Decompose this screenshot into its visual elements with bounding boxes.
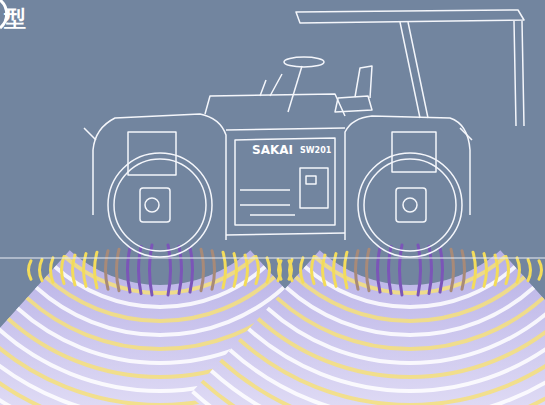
wave-arc bbox=[258, 319, 545, 377]
ripple bbox=[267, 258, 270, 282]
brand-name: SAKAI bbox=[252, 143, 293, 157]
vibration-fan bbox=[189, 250, 545, 405]
wave-arc bbox=[239, 340, 545, 405]
heading-char: 型 bbox=[4, 4, 26, 34]
ripple bbox=[128, 248, 131, 292]
vibration-fans bbox=[0, 250, 545, 405]
ripple bbox=[418, 245, 421, 295]
ripple bbox=[29, 261, 32, 279]
ripple bbox=[440, 248, 443, 292]
ground-line bbox=[0, 257, 545, 258]
wave-arc bbox=[249, 329, 545, 391]
ripple bbox=[62, 256, 65, 283]
roller-outline bbox=[84, 10, 524, 257]
ripple bbox=[400, 245, 403, 295]
ripple bbox=[245, 255, 248, 285]
ripple bbox=[495, 255, 498, 285]
wave-arc bbox=[211, 371, 545, 405]
wave-arc bbox=[64, 256, 255, 293]
ripple bbox=[290, 259, 293, 280]
wave-arc bbox=[230, 350, 545, 405]
model-name: SW201 bbox=[300, 146, 331, 155]
ripple bbox=[106, 251, 109, 289]
wave-arc bbox=[193, 392, 545, 405]
ripple bbox=[73, 255, 76, 285]
ripple bbox=[190, 248, 193, 292]
ripple bbox=[451, 249, 454, 290]
ripple bbox=[150, 245, 153, 295]
wave-arc bbox=[314, 256, 505, 293]
ripple bbox=[323, 255, 326, 285]
wave-arc bbox=[221, 360, 545, 405]
ripple bbox=[278, 259, 281, 280]
wave-arc bbox=[46, 277, 275, 321]
ripple bbox=[51, 258, 54, 282]
ripple bbox=[539, 261, 542, 279]
wave-arc bbox=[202, 381, 545, 405]
ripple bbox=[506, 256, 509, 283]
ripple bbox=[201, 249, 204, 290]
ripple bbox=[212, 251, 215, 289]
ripple bbox=[462, 251, 465, 289]
ripple bbox=[312, 256, 315, 283]
ripple bbox=[301, 258, 304, 282]
ripple bbox=[378, 248, 381, 292]
ripple bbox=[279, 261, 282, 279]
ripple bbox=[517, 258, 520, 282]
ripple bbox=[168, 245, 171, 295]
ripple bbox=[256, 256, 259, 283]
ripple bbox=[40, 259, 43, 280]
ripple bbox=[356, 251, 359, 289]
ripple bbox=[117, 249, 120, 290]
wave-arc bbox=[296, 277, 525, 321]
ripple bbox=[528, 259, 531, 280]
vibration-ripples bbox=[29, 245, 542, 295]
ripple bbox=[367, 249, 370, 290]
